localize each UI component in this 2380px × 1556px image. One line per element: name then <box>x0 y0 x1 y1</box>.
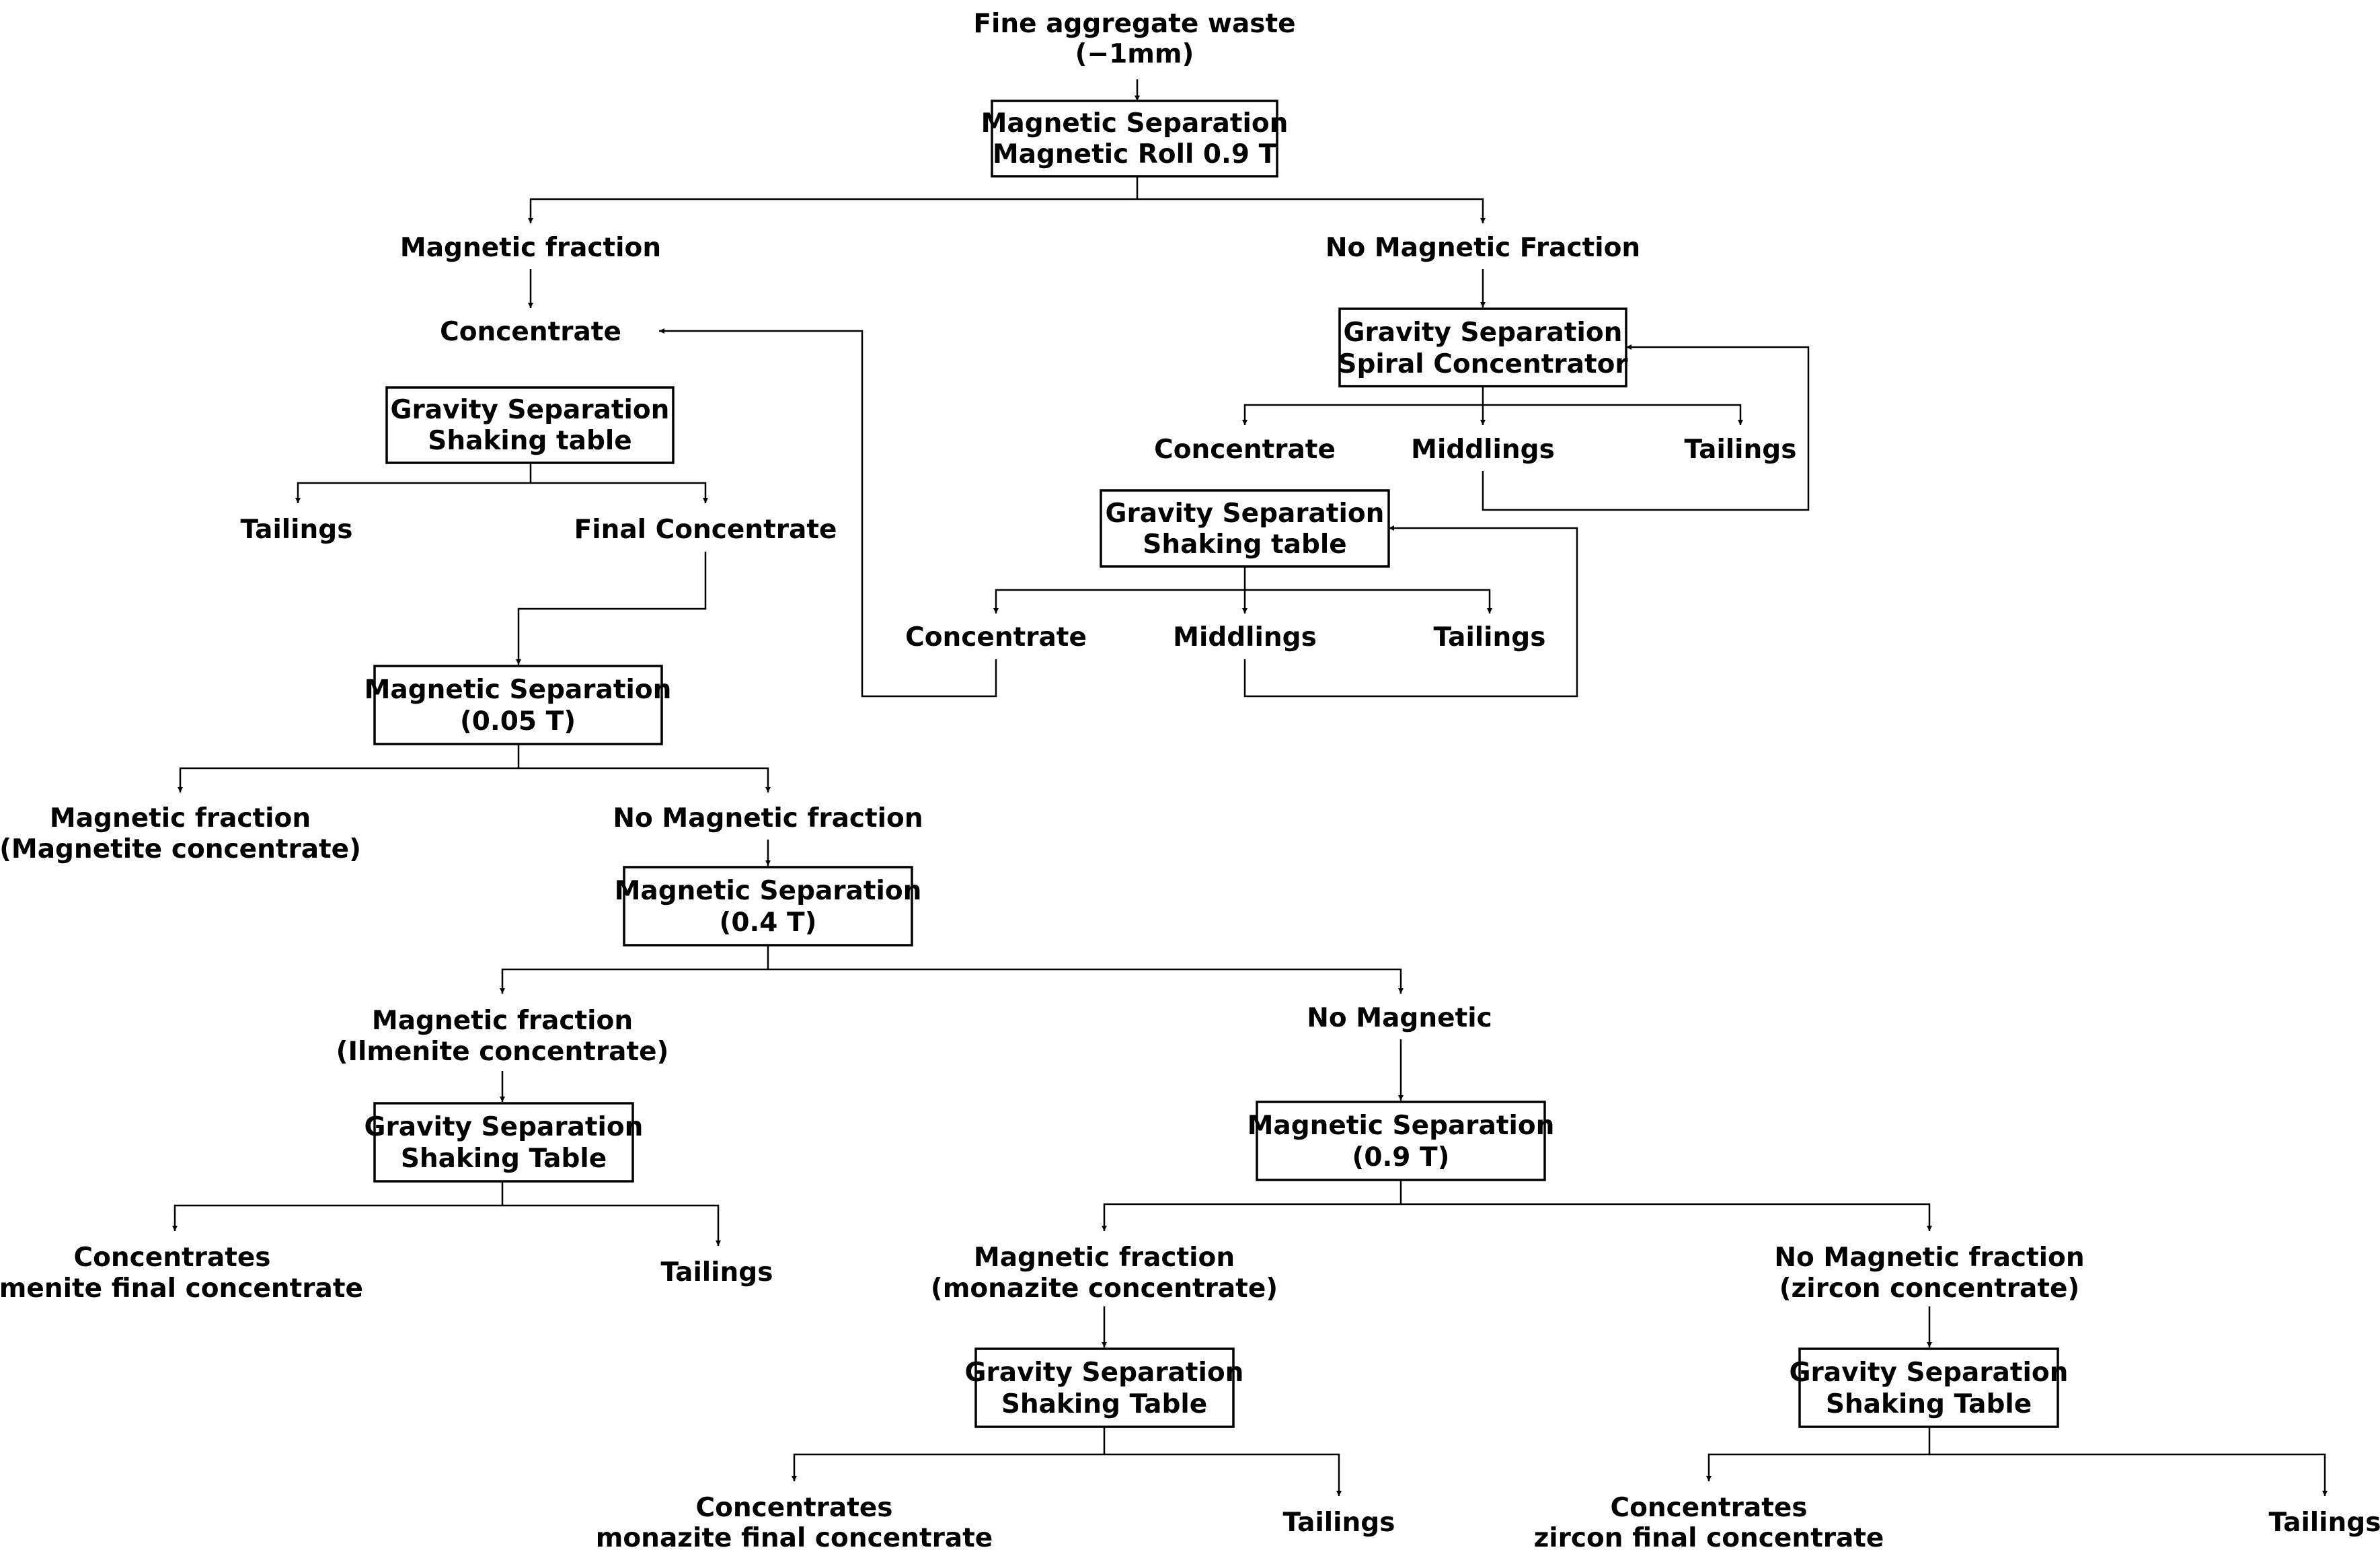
label-spiral-middlings: Middlings <box>1411 435 1555 465</box>
box-magnetic-roll: Magnetic Separation Magnetic Roll 0.9 T <box>981 100 1289 178</box>
label-monazite-line2: (monazite concentrate) <box>931 1273 1278 1304</box>
label-monazite-final-line2: monazite final concentrate <box>596 1523 993 1553</box>
label-magnetite-line2: (Magnetite concentrate) <box>0 834 361 864</box>
connectors <box>172 79 2328 1496</box>
feed-label: Fine aggregate waste <box>973 9 1295 39</box>
box-magnetic-09-line2: (0.9 T) <box>1352 1142 1450 1173</box>
label-spiral-tailings: Tailings <box>1685 435 1797 465</box>
feed-size-label: (−1mm) <box>1075 39 1194 69</box>
label-zircon-line1: No Magnetic fraction <box>1774 1243 2084 1273</box>
box-shaking-table-monazite-line1: Gravity Separation <box>965 1358 1244 1388</box>
label-monazite-final-line1: Concentrates <box>695 1493 892 1523</box>
box-magnetic-09: Magnetic Separation (0.9 T) <box>1247 1101 1555 1181</box>
box-shaking-table-left-line1: Gravity Separation <box>391 395 670 425</box>
arrow-table-right-tailings <box>1245 589 1492 614</box>
arrow-middlings-recycle-spiral <box>1482 344 1810 511</box>
label-no-magnetic: No Magnetic <box>1307 1003 1492 1033</box>
label-no-magnetic-fraction-005: No Magnetic fraction <box>613 803 923 833</box>
arrow-mag04-nonmagnetic <box>768 968 1404 994</box>
label-monazite-line1: Magnetic fraction <box>974 1243 1235 1273</box>
arrow-roll-magnetic <box>528 176 1139 223</box>
box-magnetic-09-line1: Magnetic Separation <box>1247 1111 1555 1141</box>
arrow-monazite-tailings <box>1104 1453 1342 1496</box>
label-no-magnetic-fraction-top: No Magnetic Fraction <box>1326 233 1640 263</box>
label-final-concentrate: Final Concentrate <box>574 515 837 545</box>
box-spiral-line2: Spiral Concentrator <box>1338 349 1628 379</box>
box-magnetic-04-line1: Magnetic Separation <box>615 876 922 906</box>
label-zircon-line2: (zircon concentrate) <box>1779 1273 2080 1304</box>
label-magnetic-fraction-top: Magnetic fraction <box>400 233 661 263</box>
box-shaking-table-monazite-line2: Shaking Table <box>1001 1389 1207 1419</box>
label-zircon-tailings: Tailings <box>2269 1508 2380 1538</box>
arrow-table-tailings <box>295 463 532 503</box>
label-concentrate-left: Concentrate <box>440 317 621 347</box>
arrow-mag09-zircon <box>1401 1203 1932 1231</box>
arrow-zircon-concentrates <box>1706 1427 1931 1481</box>
label-spiral-concentrate: Concentrate <box>1154 435 1336 465</box>
box-shaking-table-zircon: Gravity Separation Shaking Table <box>1790 1347 2069 1428</box>
box-shaking-table-right-line1: Gravity Separation <box>1106 498 1385 529</box>
flow-labels: Fine aggregate waste (−1mm) Magnetic fra… <box>0 9 2380 1553</box>
box-shaking-table-right: Gravity Separation Shaking table <box>1100 489 1390 568</box>
box-magnetic-04-line2: (0.4 T) <box>720 907 817 938</box>
arrow-mag09-monazite <box>1102 1180 1402 1231</box>
label-ilmenite-line2: (Ilmenite concentrate) <box>336 1037 669 1067</box>
box-magnetic-04: Magnetic Separation (0.4 T) <box>615 866 922 947</box>
box-spiral-line1: Gravity Separation <box>1344 318 1623 348</box>
box-shaking-table-zircon-line2: Shaking Table <box>1826 1389 2032 1419</box>
arrow-final-to-mag005 <box>516 552 707 665</box>
label-tailings-left: Tailings <box>241 515 353 545</box>
label-table-concentrate: Concentrate <box>905 622 1087 653</box>
arrow-mag005-magnetite <box>178 744 520 792</box>
label-table-middlings: Middlings <box>1173 622 1317 653</box>
arrow-mag04-ilmenite <box>500 945 769 994</box>
box-magnetic-005-line2: (0.05 T) <box>460 706 576 737</box>
arrow-ilmenite-concentrates <box>172 1181 504 1231</box>
box-shaking-table-ilmenite-line2: Shaking Table <box>401 1144 607 1174</box>
box-magnetic-roll-line1: Magnetic Separation <box>981 108 1289 139</box>
arrow-concentrate-to-left <box>659 328 997 698</box>
box-shaking-table-left: Gravity Separation Shaking table <box>385 386 675 464</box>
box-magnetic-005-line1: Magnetic Separation <box>364 675 672 705</box>
arrow-roll-nonmagnetic <box>1137 198 1486 223</box>
box-magnetic-roll-line2: Magnetic Roll 0.9 T <box>993 139 1277 170</box>
label-ilmenite-tailings: Tailings <box>661 1257 773 1288</box>
label-ilmenite-final-line1: Concentrates <box>73 1243 270 1273</box>
box-shaking-table-ilmenite: Gravity Separation Shaking Table <box>364 1102 644 1183</box>
label-ilmenite-final-line2: ilmenite final concentrate <box>0 1273 363 1304</box>
box-shaking-table-ilmenite-line1: Gravity Separation <box>364 1112 644 1142</box>
arrow-table-concentrate <box>993 566 1246 614</box>
box-spiral-concentrator: Gravity Separation Spiral Concentrator <box>1338 307 1628 387</box>
box-magnetic-005: Magnetic Separation (0.05 T) <box>364 665 672 745</box>
box-shaking-table-left-line2: Shaking table <box>428 426 631 456</box>
label-table-tailings: Tailings <box>1434 622 1546 653</box>
label-monazite-tailings: Tailings <box>1283 1508 1395 1538</box>
arrow-spiral-concentrate <box>1242 386 1484 425</box>
arrow-mag005-nonmagnetic <box>519 767 771 792</box>
arrow-middlings-recycle-table <box>1243 525 1578 698</box>
arrow-monazite-concentrates <box>792 1427 1106 1481</box>
box-shaking-table-monazite: Gravity Separation Shaking Table <box>965 1347 1244 1428</box>
box-shaking-table-right-line2: Shaking table <box>1143 529 1346 560</box>
arrow-spiral-tailings <box>1483 404 1743 425</box>
label-zircon-final-line1: Concentrates <box>1610 1493 1807 1523</box>
arrow-ilmenite-tailings <box>502 1204 721 1246</box>
box-shaking-table-zircon-line1: Gravity Separation <box>1790 1358 2069 1388</box>
label-magnetite-line1: Magnetic fraction <box>50 803 311 833</box>
arrow-table-final <box>531 482 708 503</box>
label-ilmenite-line1: Magnetic fraction <box>372 1006 633 1036</box>
label-zircon-final-line2: zircon final concentrate <box>1534 1523 1884 1553</box>
arrow-zircon-tailings <box>1929 1453 2328 1496</box>
